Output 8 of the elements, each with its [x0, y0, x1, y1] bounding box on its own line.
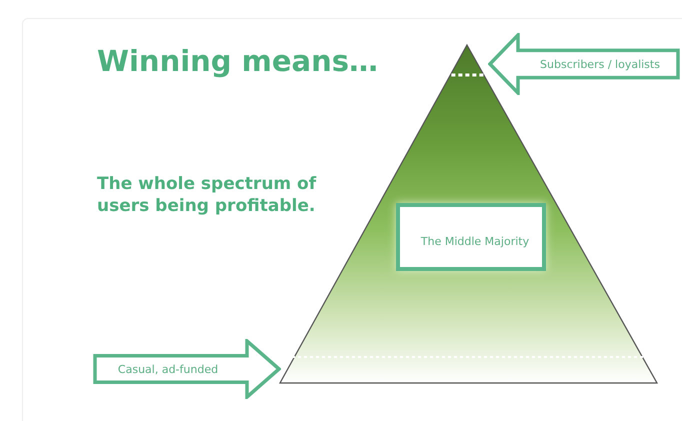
node-label: The Middle Majority — [420, 234, 530, 250]
right-block-arrow — [93, 339, 281, 399]
text-box — [396, 203, 546, 271]
left-block-arrow — [488, 33, 680, 95]
node-label: Subscribers / loyalists — [539, 56, 661, 72]
subtitle: The whole spectrum of users being profitable. — [97, 173, 318, 217]
node-label: Casual, ad-funded — [116, 362, 220, 378]
title: Winning means… — [97, 44, 378, 78]
